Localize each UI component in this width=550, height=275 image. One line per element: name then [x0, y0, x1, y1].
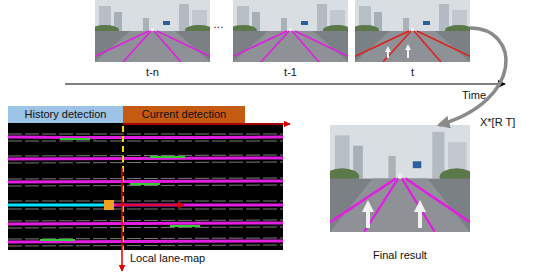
- history-band: History detection: [8, 106, 123, 123]
- lane-map: Local lane-map: [8, 123, 283, 250]
- frame-caption: t-n: [146, 66, 159, 79]
- result-image: Final result: [330, 125, 470, 232]
- frame-caption: t: [411, 66, 414, 79]
- camera-frame: t-1: [233, 0, 348, 62]
- axis-label: Time: [462, 89, 486, 102]
- frame-caption: Final result: [373, 249, 427, 262]
- transform-arrow: [439, 28, 506, 125]
- ellipsis: …: [213, 18, 224, 31]
- edge-label: X*[R T]: [478, 116, 517, 129]
- band-label: Current detection: [142, 108, 226, 121]
- band-label: History detection: [25, 108, 107, 121]
- current-band: Current detection: [123, 106, 245, 123]
- camera-frame: t-n: [95, 0, 210, 62]
- frame-caption: t-1: [284, 66, 297, 79]
- frame-caption: Local lane-map: [130, 252, 205, 265]
- camera-frame: t: [355, 0, 470, 62]
